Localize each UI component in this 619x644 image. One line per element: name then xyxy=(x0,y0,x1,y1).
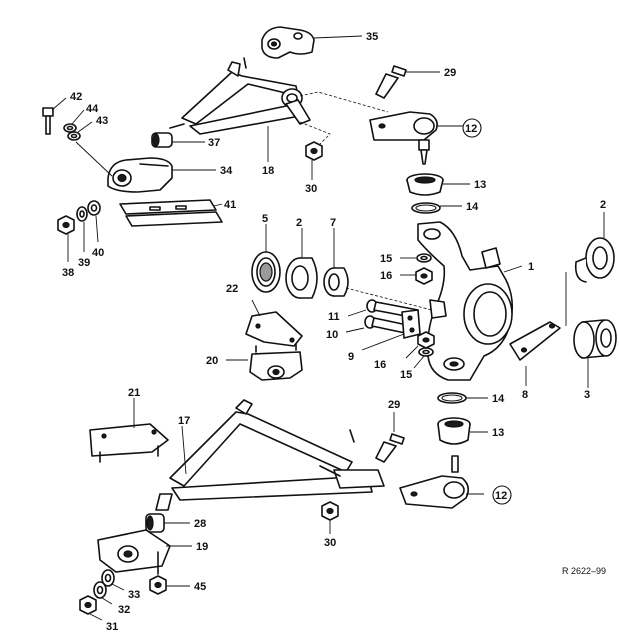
upper-dust-boot xyxy=(406,173,444,196)
washer-32 xyxy=(93,581,107,599)
callout-1: 1 xyxy=(528,261,534,273)
washer-40 xyxy=(87,200,101,216)
inner-bearing xyxy=(573,319,617,359)
callout-14-lower: 14 xyxy=(492,393,505,405)
callout-38: 38 xyxy=(62,267,74,279)
spacer-7 xyxy=(323,267,349,297)
shim-plates xyxy=(119,199,223,227)
callout-19: 19 xyxy=(196,541,208,553)
callout-40: 40 xyxy=(92,247,104,259)
washer-43 xyxy=(67,131,81,141)
upper-pivot-bracket xyxy=(261,26,315,59)
nut-16-upper xyxy=(415,267,433,285)
lower-nut-30 xyxy=(321,501,339,521)
callout-12-upper: 12 xyxy=(465,123,477,135)
callout-2-hub: 2 xyxy=(296,217,302,229)
callout-21: 21 xyxy=(128,387,140,399)
callout-44: 44 xyxy=(86,103,99,115)
upper-bush xyxy=(151,132,173,148)
nut-31 xyxy=(79,595,97,615)
nut-16-lower xyxy=(417,331,435,349)
callout-16-lower: 16 xyxy=(374,359,386,371)
washer-15-lower xyxy=(418,347,434,357)
steering-arm xyxy=(509,321,561,361)
oil-seal-5 xyxy=(251,251,281,293)
steering-knuckle xyxy=(417,221,514,381)
callout-14-upper: 14 xyxy=(466,201,479,213)
callout-15-lower: 15 xyxy=(400,369,412,381)
callout-17: 17 xyxy=(178,415,190,427)
lower-bush-28 xyxy=(145,513,165,533)
callout-42: 42 xyxy=(70,91,82,103)
callout-7: 7 xyxy=(330,217,336,229)
washer-15-upper xyxy=(416,253,432,263)
callout-22: 22 xyxy=(226,283,238,295)
callout-33: 33 xyxy=(128,589,140,601)
upper-circlip xyxy=(411,202,441,214)
lock-plate-9 xyxy=(401,309,421,339)
lower-dust-boot xyxy=(437,417,471,445)
callout-29-upper: 29 xyxy=(444,67,456,79)
callout-45: 45 xyxy=(194,581,206,593)
washer-39 xyxy=(76,206,88,222)
reference-code: R 2622–99 xyxy=(562,566,606,576)
nut-45 xyxy=(149,575,167,595)
callout-41: 41 xyxy=(224,199,236,211)
callout-30-upper: 30 xyxy=(305,183,317,195)
upper-wishbone xyxy=(169,57,311,135)
callout-10: 10 xyxy=(326,329,338,341)
callout-12-lower: 12 xyxy=(495,490,507,502)
callout-13-lower: 13 xyxy=(492,427,504,439)
callout-29-lower: 29 xyxy=(388,399,400,411)
clamp-bracket-20 xyxy=(249,343,303,381)
callout-2-outer: 2 xyxy=(600,199,606,211)
upper-ball-joint xyxy=(369,111,438,165)
callout-37: 37 xyxy=(208,137,220,149)
callout-28: 28 xyxy=(194,518,206,530)
lower-circlip xyxy=(437,392,467,404)
lower-wishbone xyxy=(155,399,385,511)
callout-11: 11 xyxy=(328,311,340,323)
callout-39: 39 xyxy=(78,257,90,269)
callout-5: 5 xyxy=(262,213,268,225)
callout-35: 35 xyxy=(366,31,378,43)
callout-16-upper: 16 xyxy=(380,270,392,282)
callout-13-upper: 13 xyxy=(474,179,486,191)
lower-pivot-bracket xyxy=(107,157,173,193)
callout-30-lower: 30 xyxy=(324,537,336,549)
callout-15-upper: 15 xyxy=(380,253,392,265)
callout-9: 9 xyxy=(348,351,354,363)
hub-bearing-2 xyxy=(285,257,318,299)
nut-38 xyxy=(57,215,75,235)
stud-plate-21 xyxy=(89,423,169,463)
upper-bolt-29 xyxy=(375,65,407,99)
bolt-42 xyxy=(42,107,54,135)
callout-18: 18 xyxy=(262,165,274,177)
callout-31: 31 xyxy=(106,621,118,633)
callout-20: 20 xyxy=(206,355,218,367)
lower-bolt-29 xyxy=(375,433,405,463)
callout-3: 3 xyxy=(584,389,590,401)
outer-bearing xyxy=(574,237,615,283)
callout-8: 8 xyxy=(522,389,528,401)
plate-22 xyxy=(245,311,303,347)
lower-ball-joint xyxy=(399,455,470,509)
washer-44 xyxy=(63,123,77,133)
callout-43: 43 xyxy=(96,115,108,127)
callout-34: 34 xyxy=(220,165,233,177)
callout-32: 32 xyxy=(118,604,130,616)
lower-bracket-19 xyxy=(97,529,171,575)
washer-33 xyxy=(101,569,115,587)
upper-nut-30 xyxy=(305,141,323,161)
